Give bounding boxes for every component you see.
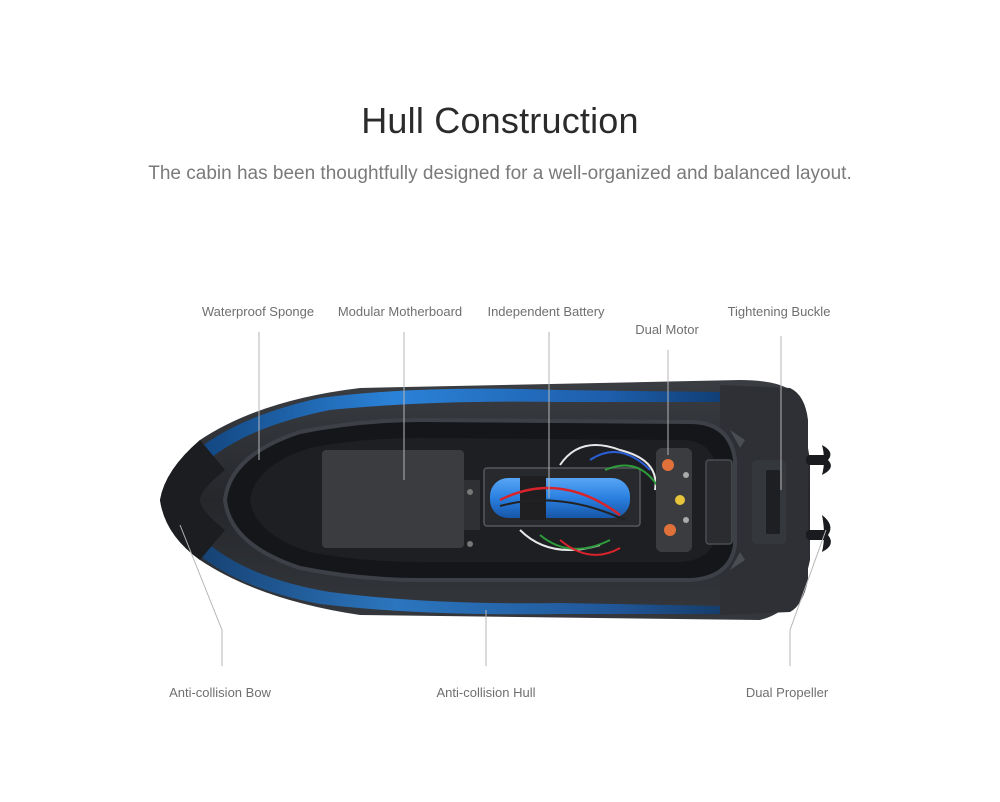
motherboard (322, 450, 480, 548)
wiring (519, 444, 661, 556)
tightening-buckle (705, 430, 786, 570)
label-modular-motherboard: Modular Motherboard (337, 304, 463, 319)
battery-compartment (483, 467, 641, 527)
page-title: Hull Construction (361, 100, 639, 141)
label-tightening-buckle: Tightening Buckle (727, 304, 831, 319)
dual-motor (656, 448, 692, 552)
label-anti-collision-hull: Anti-collision Hull (436, 685, 536, 700)
propeller-bottom (806, 515, 831, 552)
label-dual-motor: Dual Motor (635, 322, 699, 337)
callout-lines (179, 332, 827, 666)
label-waterproof-sponge: Waterproof Sponge (201, 304, 315, 319)
propeller-top (806, 445, 831, 475)
label-dual-propeller: Dual Propeller (745, 685, 829, 700)
page-subtitle: The cabin has been thoughtfully designed… (148, 163, 852, 184)
label-independent-battery: Independent Battery (487, 304, 605, 319)
label-anti-collision-bow: Anti-collision Bow (169, 685, 271, 700)
